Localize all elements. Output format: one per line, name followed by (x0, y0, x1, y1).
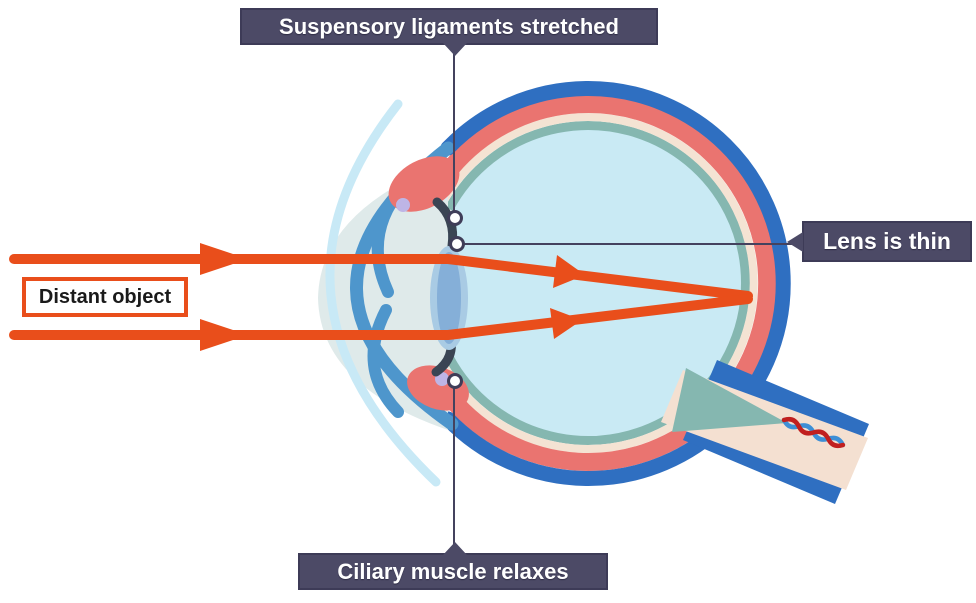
label-ciliary-text: Ciliary muscle relaxes (337, 558, 569, 584)
iris-lower (367, 304, 404, 418)
retina-layer (445, 121, 751, 445)
anterior-eye (318, 99, 469, 487)
artery-strand (781, 416, 846, 449)
label-lens-text: Lens is thin (823, 228, 951, 254)
optic-nerve (661, 360, 869, 504)
vitreous-body (434, 129, 742, 437)
blood-vessel-helix (781, 416, 846, 449)
sclera-layer (440, 81, 791, 486)
distant-object-text: Distant object (38, 285, 172, 308)
marker-dot-suspensory (447, 210, 463, 226)
light-rays (9, 243, 753, 351)
label-distant-object: Distant object (22, 277, 188, 317)
ray-arrowhead-bottom-refracted (550, 308, 582, 339)
choroid-layer (444, 95, 777, 471)
ciliary-body-dot-top (396, 198, 410, 212)
light-ray-bottom (9, 294, 753, 340)
ciliary-muscle-top (388, 156, 460, 212)
leader-lines (447, 45, 806, 548)
ray-arrowhead-top-incoming (200, 243, 248, 275)
label-ciliary-muscle: Ciliary muscle relaxes (298, 542, 608, 590)
pointer-up-icon (443, 542, 467, 555)
marker-dot-lens (449, 236, 465, 252)
cream-layer (440, 113, 758, 453)
conjunctiva-outline (325, 99, 441, 487)
pointer-down-icon (443, 43, 467, 56)
optic-nerve-retina-funnel (672, 368, 787, 432)
eyeball (434, 81, 791, 486)
label-lens-is-thin: Lens is thin (787, 221, 972, 262)
label-suspensory-text: Suspensory ligaments stretched (279, 13, 619, 39)
light-ray-top (9, 254, 753, 301)
pointer-left-icon (787, 231, 803, 252)
ray-arrowhead-top-refracted (553, 255, 585, 288)
lens (437, 252, 461, 344)
ray-arrowhead-bottom-incoming (200, 319, 248, 351)
label-suspensory-ligaments: Suspensory ligaments stretched (240, 8, 658, 56)
marker-dot-ciliary (447, 373, 463, 389)
